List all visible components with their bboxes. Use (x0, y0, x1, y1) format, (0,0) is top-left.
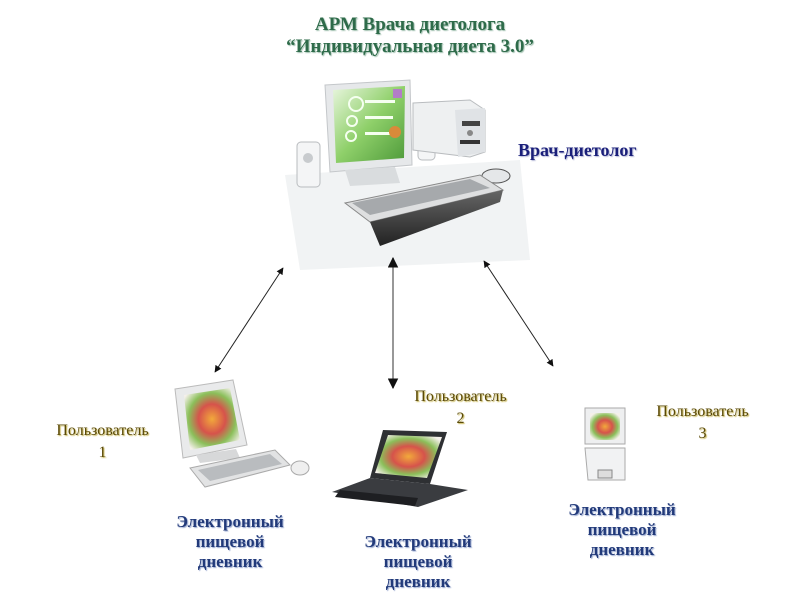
title-line-2: “Индивидуальная диета 3.0” (286, 36, 534, 57)
user2-laptop-illustration (332, 430, 468, 507)
diary-line: Электронный (568, 500, 676, 519)
user-2-diary-label: Электронный пищевой дневник (348, 532, 488, 592)
user-1-diary-label: Электронный пищевой дневник (160, 512, 300, 572)
diary-line: пищевой (383, 552, 453, 571)
connection-arrow-user3 (483, 260, 554, 367)
user-3-label-name: Пользователь (656, 403, 749, 420)
title-line-1: АРМ Врача диетолога (314, 14, 506, 35)
diary-line: Электронный (364, 532, 472, 551)
connection-arrow-user1 (214, 267, 284, 373)
user-3-diary-label: Электронный пищевой дневник (552, 500, 692, 560)
user-3-label: Пользователь 3 (640, 401, 765, 445)
diary-line: пищевой (195, 532, 265, 551)
diary-line: Электронный (176, 512, 284, 531)
diagram-title: АРМ Врача диетолога “Индивидуальная диет… (220, 14, 600, 58)
user-1-label: Пользователь 1 (40, 420, 165, 464)
user-1-label-number: 1 (98, 444, 107, 461)
user-2-label: Пользователь 2 (398, 386, 523, 430)
diary-line: дневник (589, 540, 655, 559)
user1-desktop-illustration (174, 379, 310, 488)
user-2-label-name: Пользователь (414, 388, 507, 405)
user-2-label-number: 2 (456, 410, 465, 427)
user-1-label-name: Пользователь (56, 422, 149, 439)
user3-netbook-illustration (584, 407, 626, 481)
user-3-label-number: 3 (698, 425, 707, 442)
diary-line: дневник (385, 572, 451, 591)
doctor-workstation-illustration (285, 79, 530, 270)
doctor-label: Врач-диетолог (518, 140, 637, 160)
diary-line: дневник (197, 552, 263, 571)
diary-line: пищевой (587, 520, 657, 539)
